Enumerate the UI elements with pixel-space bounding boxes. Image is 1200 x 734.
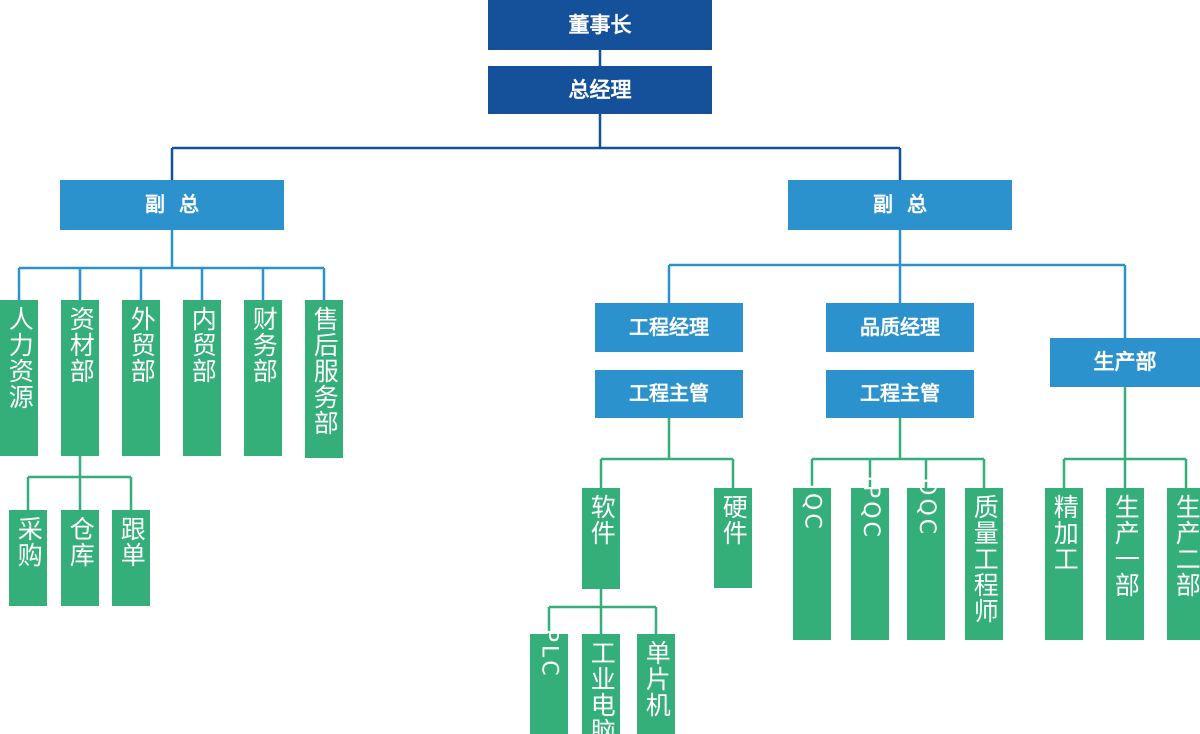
node-eng-supervisor[interactable]: 工程主管 (595, 370, 743, 418)
node-industrial-pc[interactable]: 工业电脑 (582, 634, 620, 734)
node-ipqc-label: IPQC (857, 475, 883, 540)
node-vp-left[interactable]: 副 总 (60, 180, 284, 230)
node-eng-supervisor-label: 工程主管 (629, 381, 709, 406)
node-after-sales[interactable]: 售后服务部 (305, 300, 343, 458)
node-hr-label: 人力资源 (5, 306, 35, 410)
node-oqc-label: OQC (913, 478, 939, 538)
node-hr[interactable]: 人力资源 (0, 300, 38, 456)
node-chairman[interactable]: 董事长 (488, 0, 712, 50)
node-vp-right-label: 副 总 (873, 192, 927, 217)
node-finance-label: 财务部 (249, 306, 279, 384)
node-oqc[interactable]: OQC (907, 478, 945, 640)
node-eng-manager-label: 工程经理 (629, 314, 709, 339)
node-foreign-trade[interactable]: 外贸部 (122, 300, 160, 456)
node-quality-manager-label: 品质经理 (860, 314, 940, 339)
node-precision-machining[interactable]: 精加工 (1045, 488, 1083, 640)
node-foreign-trade-label: 外贸部 (127, 306, 157, 384)
node-warehouse[interactable]: 仓库 (61, 510, 99, 606)
node-general-manager-label: 总经理 (568, 77, 632, 102)
node-hardware[interactable]: 硬件 (714, 488, 752, 588)
node-finance[interactable]: 财务部 (244, 300, 282, 456)
node-eng-manager[interactable]: 工程经理 (595, 303, 743, 352)
node-vp-left-label: 副 总 (145, 192, 199, 217)
node-production-line-2[interactable]: 生产二部 (1167, 488, 1200, 640)
node-production-dept[interactable]: 生产部 (1050, 338, 1200, 387)
node-industrial-pc-label: 工业电脑 (587, 640, 617, 734)
node-materials[interactable]: 资材部 (61, 300, 99, 456)
node-domestic-trade[interactable]: 内贸部 (183, 300, 221, 456)
node-software-label: 软件 (587, 494, 617, 546)
node-software[interactable]: 软件 (582, 488, 620, 589)
node-warehouse-label: 仓库 (66, 516, 96, 568)
node-merchandising-label: 跟单 (117, 516, 147, 568)
node-quality-supervisor[interactable]: 工程主管 (826, 370, 974, 418)
node-after-sales-label: 售后服务部 (310, 306, 340, 436)
node-quality-engineer[interactable]: 质量工程师 (965, 488, 1003, 640)
node-vp-right[interactable]: 副 总 (788, 180, 1012, 230)
node-materials-label: 资材部 (66, 306, 96, 384)
node-purchasing[interactable]: 采购 (9, 510, 47, 606)
node-quality-supervisor-label: 工程主管 (860, 381, 940, 406)
node-ipqc[interactable]: IPQC (851, 475, 889, 640)
node-iqc[interactable]: IQC (793, 484, 831, 640)
node-purchasing-label: 采购 (14, 516, 44, 568)
node-quality-engineer-label: 质量工程师 (970, 494, 1000, 624)
node-mcu-label: 单片机 (642, 640, 672, 718)
node-plc[interactable]: PLC (530, 629, 568, 734)
node-mcu[interactable]: 单片机 (637, 634, 675, 734)
node-precision-machining-label: 精加工 (1050, 494, 1080, 572)
node-production-dept-label: 生产部 (1093, 350, 1157, 375)
node-domestic-trade-label: 内贸部 (188, 306, 218, 384)
node-chairman-label: 董事长 (568, 12, 632, 37)
node-production-line-2-label: 生产二部 (1172, 494, 1200, 598)
node-quality-manager[interactable]: 品质经理 (826, 303, 974, 352)
node-plc-label: PLC (536, 628, 562, 679)
node-production-line-1[interactable]: 生产一部 (1106, 488, 1144, 640)
node-hardware-label: 硬件 (719, 494, 749, 546)
node-iqc-label: IQC (799, 483, 825, 532)
node-merchandising[interactable]: 跟单 (112, 510, 150, 606)
node-general-manager[interactable]: 总经理 (488, 66, 712, 114)
node-production-line-1-label: 生产一部 (1111, 494, 1141, 598)
